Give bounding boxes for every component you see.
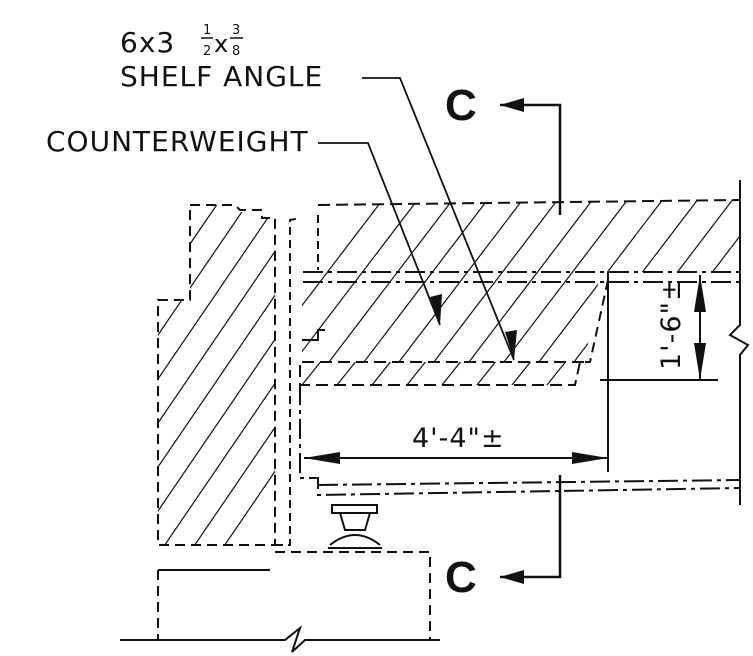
angle-x: x bbox=[214, 30, 229, 58]
section-cut-top: C bbox=[445, 81, 562, 215]
dimension-vertical bbox=[600, 275, 718, 381]
section-mark-bottom: C bbox=[445, 553, 477, 602]
angle-frac2-den: 8 bbox=[232, 44, 241, 59]
break-line bbox=[728, 180, 750, 400]
shelf-angle-label: SHELF ANGLE bbox=[120, 60, 323, 93]
counterweight-callout: COUNTERWEIGHT bbox=[46, 125, 442, 326]
angle-size-prefix: 6x3 bbox=[120, 26, 175, 59]
dimension-horizontal bbox=[304, 272, 609, 472]
masonry-pier bbox=[157, 204, 301, 571]
pier-cap bbox=[120, 551, 440, 653]
dimension-horizontal-label: 4'-4"± bbox=[412, 423, 505, 454]
dimension-vertical-label: 1'-6"± bbox=[656, 277, 687, 370]
angle-frac1-den: 2 bbox=[203, 44, 212, 59]
counterweight-block bbox=[302, 199, 741, 363]
section-cut-bottom: C bbox=[445, 475, 562, 602]
bearing-assembly bbox=[328, 504, 382, 549]
pier-outline bbox=[157, 204, 276, 546]
section-mark-top: C bbox=[445, 81, 477, 130]
angle-frac1-num: 1 bbox=[203, 23, 212, 38]
pier-hatch bbox=[158, 205, 275, 545]
shelf-angle-callout: 6x3 1 2 x 3 8 SHELF ANGLE bbox=[120, 23, 517, 361]
angle-frac2-num: 3 bbox=[232, 23, 241, 38]
lower-girder bbox=[299, 385, 741, 505]
shelf-angle bbox=[299, 361, 581, 386]
counterweight-label: COUNTERWEIGHT bbox=[46, 125, 309, 158]
